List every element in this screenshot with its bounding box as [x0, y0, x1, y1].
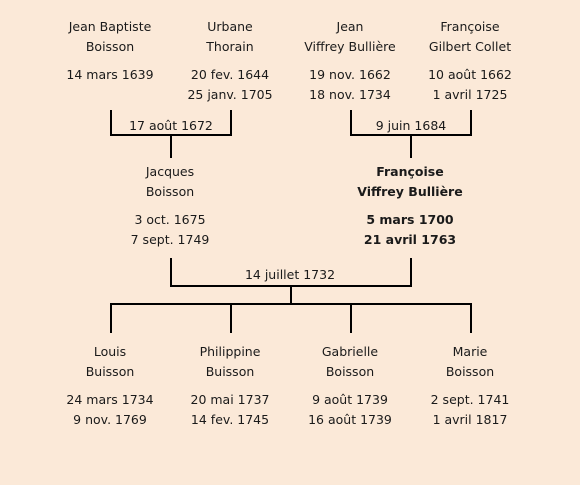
person-name: Philippine — [199, 344, 261, 359]
person-name: Jean Baptiste — [68, 19, 152, 34]
person-name: Louis — [93, 344, 127, 359]
connector-line — [290, 285, 292, 305]
birth-date: 5 mars 1700 — [366, 212, 454, 227]
person-surname: Boisson — [325, 364, 375, 379]
person-jean-baptiste-boisson: Jean Baptiste Boisson 14 mars 1639 — [40, 17, 180, 85]
person-urbane-thorain: Urbane Thorain 20 fev. 1644 25 janv. 170… — [160, 17, 300, 105]
person-marie-boisson: Marie Boisson 2 sept. 1741 1 avril 1817 — [400, 342, 540, 430]
death-date: 16 août 1739 — [308, 412, 392, 427]
connector-line — [350, 110, 352, 136]
person-francoise-viffrey-bulliere: Françoise Viffrey Bullière 5 mars 1700 2… — [340, 162, 480, 250]
birth-date: 19 nov. 1662 — [309, 67, 391, 82]
birth-date: 10 août 1662 — [428, 67, 512, 82]
person-surname: Viffrey Bullière — [357, 184, 463, 199]
person-philippine-buisson: Philippine Buisson 20 mai 1737 14 fev. 1… — [160, 342, 300, 430]
person-louis-buisson: Louis Buisson 24 mars 1734 9 nov. 1769 — [40, 342, 180, 430]
connector-line — [110, 303, 472, 305]
person-surname: Gilbert Collet — [428, 39, 512, 54]
person-jacques-boisson: Jacques Boisson 3 oct. 1675 7 sept. 1749 — [100, 162, 240, 250]
death-date: 1 avril 1817 — [432, 412, 508, 427]
person-gabrielle-boisson: Gabrielle Boisson 9 août 1739 16 août 17… — [280, 342, 420, 430]
marriage-date: 9 juin 1684 — [366, 118, 456, 134]
person-surname: Boisson — [85, 39, 135, 54]
person-surname: Viffrey Bullière — [304, 39, 396, 54]
person-name: Marie — [452, 344, 488, 359]
person-name: Françoise — [376, 164, 444, 179]
connector-line — [230, 110, 232, 136]
birth-date: 24 mars 1734 — [66, 392, 154, 407]
birth-date: 20 mai 1737 — [190, 392, 270, 407]
birth-date: 3 oct. 1675 — [134, 212, 206, 227]
connector-line — [410, 258, 412, 287]
birth-date: 9 août 1739 — [312, 392, 388, 407]
marriage-date: 17 août 1672 — [126, 118, 216, 134]
connector-line — [170, 134, 172, 158]
person-name: Gabrielle — [321, 344, 379, 359]
person-surname: Boisson — [445, 364, 495, 379]
person-francoise-gilbert-collet: Françoise Gilbert Collet 10 août 1662 1 … — [400, 17, 540, 105]
person-name: Jacques — [145, 164, 195, 179]
death-date: 21 avril 1763 — [363, 232, 457, 247]
person-name: Françoise — [440, 19, 500, 34]
death-date: 7 sept. 1749 — [130, 232, 210, 247]
death-date: 9 nov. 1769 — [73, 412, 147, 427]
death-date: 18 nov. 1734 — [309, 87, 391, 102]
birth-date: 14 mars 1639 — [66, 67, 154, 82]
person-surname: Buisson — [205, 364, 255, 379]
connector-line — [170, 258, 172, 287]
person-name: Urbane — [207, 19, 253, 34]
death-date: 25 janv. 1705 — [187, 87, 273, 102]
marriage-date: 14 juillet 1732 — [230, 267, 350, 283]
connector-line — [470, 303, 472, 333]
person-surname: Boisson — [145, 184, 195, 199]
person-surname: Buisson — [85, 364, 135, 379]
connector-line — [470, 110, 472, 136]
birth-date: 20 fev. 1644 — [190, 67, 270, 82]
connector-line — [110, 110, 112, 136]
death-date: 1 avril 1725 — [432, 87, 508, 102]
connector-line — [230, 303, 232, 333]
person-name: Jean — [336, 19, 364, 34]
connector-line — [110, 303, 112, 333]
connector-line — [410, 134, 412, 158]
birth-date: 2 sept. 1741 — [430, 392, 510, 407]
connector-line — [350, 303, 352, 333]
death-date: 14 fev. 1745 — [190, 412, 270, 427]
person-jean-viffrey-bulliere: Jean Viffrey Bullière 19 nov. 1662 18 no… — [280, 17, 420, 105]
person-surname: Thorain — [206, 39, 254, 54]
